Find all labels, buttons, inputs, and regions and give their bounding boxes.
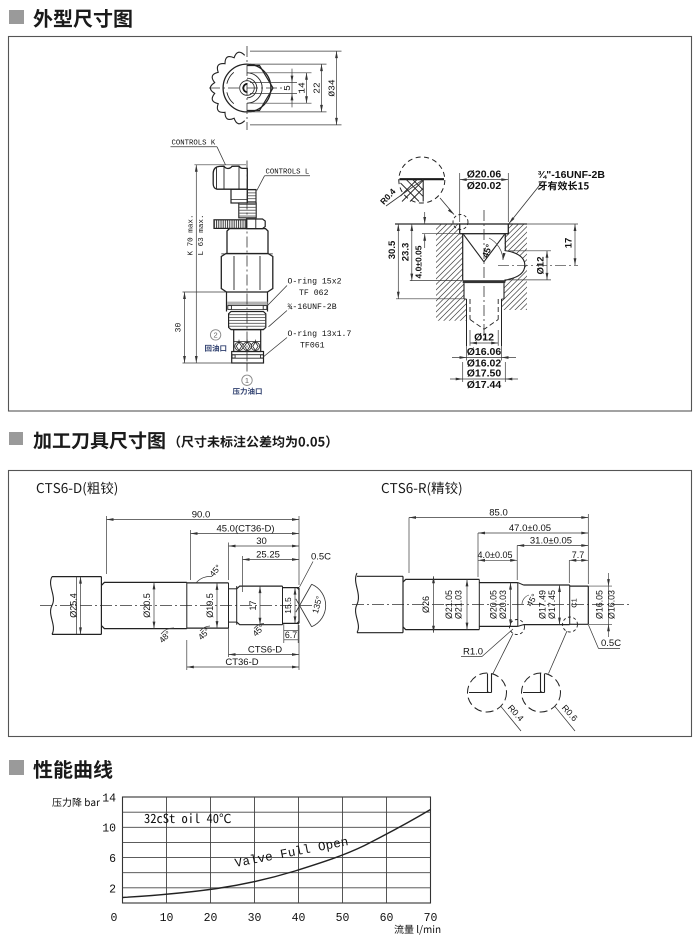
svg-text:O-ring 15x2: O-ring 15x2 <box>288 277 342 287</box>
svg-text:14: 14 <box>297 82 308 94</box>
svg-text:4.0±0.05: 4.0±0.05 <box>414 245 424 278</box>
svg-text:Ø12: Ø12 <box>536 257 547 275</box>
svg-text:23.3: 23.3 <box>401 243 412 262</box>
svg-text:0.5C: 0.5C <box>601 638 621 649</box>
svg-text:Ø16.06: Ø16.06 <box>467 346 502 358</box>
svg-text:5: 5 <box>282 85 293 91</box>
svg-text:10: 10 <box>102 823 116 836</box>
svg-text:Ø17.44: Ø17.44 <box>467 379 502 391</box>
svg-text:31.0±0.05: 31.0±0.05 <box>530 535 572 546</box>
svg-text:TF061: TF061 <box>300 342 325 351</box>
svg-text:25.25: 25.25 <box>256 549 280 560</box>
svg-text:Valve Full Open: Valve Full Open <box>234 835 350 871</box>
svg-text:2: 2 <box>109 883 116 896</box>
svg-text:60: 60 <box>380 912 394 925</box>
svg-text:6: 6 <box>109 853 116 866</box>
svg-text:15.5: 15.5 <box>283 597 293 614</box>
svg-text:1: 1 <box>245 376 249 385</box>
svg-text:22: 22 <box>312 82 323 94</box>
svg-text:Ø34: Ø34 <box>327 79 338 96</box>
svg-text:17: 17 <box>564 238 575 249</box>
svg-text:85.0: 85.0 <box>489 507 508 518</box>
svg-text:135°: 135° <box>310 595 324 615</box>
svg-text:47.0±0.05: 47.0±0.05 <box>509 523 551 534</box>
svg-text:CT36-D: CT36-D <box>225 657 258 668</box>
svg-text:45.0(CT36-D): 45.0(CT36-D) <box>216 523 274 534</box>
svg-text:17: 17 <box>248 600 258 610</box>
svg-text:Ø21.05: Ø21.05 <box>444 590 454 619</box>
svg-text:30.5: 30.5 <box>387 240 398 259</box>
svg-text:Ø20.06: Ø20.06 <box>467 168 502 180</box>
svg-text:R0.6: R0.6 <box>560 703 580 724</box>
svg-text:Ø12: Ø12 <box>474 331 494 343</box>
svg-text:20: 20 <box>204 912 218 925</box>
svg-text:Ø25.4: Ø25.4 <box>69 593 79 618</box>
svg-text:7.7: 7.7 <box>572 550 585 560</box>
svg-text:Ø20.02: Ø20.02 <box>467 180 502 192</box>
svg-text:90.0: 90.0 <box>192 509 211 520</box>
svg-text:TF 062: TF 062 <box>299 289 329 298</box>
svg-text:30: 30 <box>175 323 184 333</box>
svg-text:CONTROLS K: CONTROLS K <box>172 140 216 148</box>
svg-text:R0.4: R0.4 <box>378 186 398 206</box>
svg-text:O-ring 13x1.7: O-ring 13x1.7 <box>288 329 352 339</box>
svg-text:30: 30 <box>248 912 262 925</box>
svg-text:2: 2 <box>214 331 218 340</box>
svg-text:Ø16.03: Ø16.03 <box>607 590 617 619</box>
svg-text:0: 0 <box>111 912 118 925</box>
svg-text:Ø16.02: Ø16.02 <box>467 358 502 370</box>
svg-text:Ø21.03: Ø21.03 <box>454 590 464 619</box>
svg-text:CONTROLS L: CONTROLS L <box>266 169 310 177</box>
svg-text:6.7: 6.7 <box>285 630 297 640</box>
svg-text:Ø19.5: Ø19.5 <box>205 593 215 618</box>
svg-text:Ø20.03: Ø20.03 <box>498 590 508 619</box>
svg-text:R1.0: R1.0 <box>463 647 483 658</box>
svg-text:45°: 45° <box>480 242 494 259</box>
svg-text:10: 10 <box>160 912 174 925</box>
svg-text:70: 70 <box>424 912 438 925</box>
svg-text:Ø26: Ø26 <box>421 596 431 613</box>
svg-text:K 70 max.: K 70 max. <box>188 214 196 255</box>
svg-text:Ø17.50: Ø17.50 <box>467 368 502 380</box>
svg-text:¾-16UNF-2B: ¾-16UNF-2B <box>288 303 337 312</box>
svg-text:C1: C1 <box>570 598 579 608</box>
svg-text:14: 14 <box>102 792 116 805</box>
svg-text:50: 50 <box>336 912 350 925</box>
svg-text:30: 30 <box>256 536 267 547</box>
svg-text:Ø20.05: Ø20.05 <box>489 590 499 619</box>
svg-text:0.5C: 0.5C <box>311 552 331 563</box>
svg-text:¾"-16UNF-2B: ¾"-16UNF-2B <box>538 169 606 181</box>
svg-text:48°: 48° <box>157 629 173 645</box>
svg-text:40: 40 <box>292 912 306 925</box>
svg-text:4.0±0.05: 4.0±0.05 <box>478 550 513 560</box>
svg-text:Ø16.05: Ø16.05 <box>595 590 605 619</box>
svg-text:L 63 max.: L 63 max. <box>198 214 206 255</box>
svg-text:CTS6-D: CTS6-D <box>248 644 282 655</box>
svg-text:Ø17.45: Ø17.45 <box>547 590 557 619</box>
svg-text:R0.4: R0.4 <box>506 703 526 724</box>
svg-text:Ø17.49: Ø17.49 <box>538 590 548 619</box>
svg-text:Ø20.5: Ø20.5 <box>142 593 152 618</box>
